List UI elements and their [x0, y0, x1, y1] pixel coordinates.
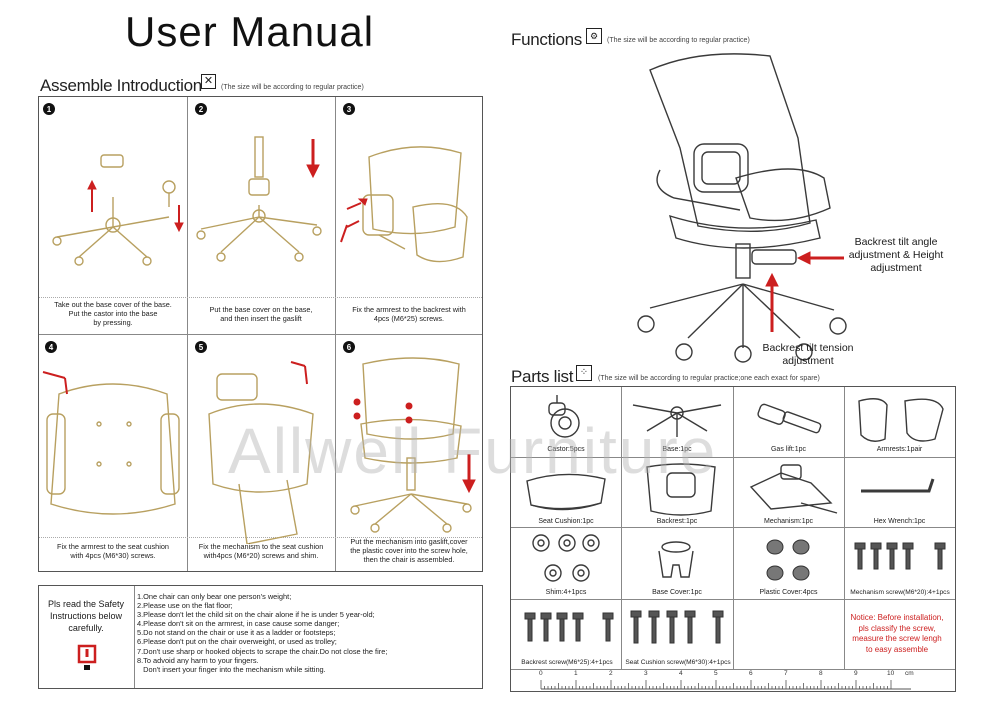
assemble-step-6: 6 Put the mechanism into gaslift,cover t… — [335, 334, 483, 571]
ruler-number: 10 — [887, 670, 895, 677]
step-number: 4 — [45, 341, 57, 353]
assemble-heading: Assemble Introduction — [40, 76, 202, 95]
watermark: Allwell Furniture — [228, 415, 718, 487]
base-cover-illustration — [658, 541, 694, 578]
step-number: 5 — [195, 341, 207, 353]
ruler-number: 1 — [574, 670, 578, 677]
safety-item: Don't insert your finger into the mechan… — [137, 664, 326, 674]
safety-item: 3.Please don't let the child sit on the … — [137, 610, 375, 620]
part-label: Gas lift:1pc — [770, 446, 806, 453]
safety-list: 1.One chair can only bear one person's w… — [137, 592, 477, 674]
backrest-screws-illustration — [524, 612, 614, 642]
part-label: Base Cover:1pc — [652, 589, 702, 596]
step-6-illustration — [350, 357, 476, 533]
assemble-step-3: 3 Fix the armrest to the backrest with 4… — [335, 97, 483, 334]
ruler-number: 6 — [749, 670, 753, 677]
chair-functions-illustration — [637, 53, 847, 363]
tools-icon: ✕ — [201, 74, 216, 89]
safety-item: 2.Please use on the flat floor; — [137, 601, 233, 611]
part-label: Mechanism:1pc — [763, 518, 814, 525]
gas-lift-illustration — [757, 403, 822, 434]
step-5-illustration — [208, 361, 314, 544]
part-label: Plastic Cover:4pcs — [759, 589, 818, 596]
safety-item: 6.Please don't put on the chair overweig… — [137, 637, 337, 647]
step-caption: Put the base cover on the base, and then… — [209, 305, 313, 323]
mechanism-screws-illustration — [854, 542, 946, 570]
ruler-number: 2 — [609, 670, 613, 677]
part-label: Armrests:1pair — [876, 446, 923, 453]
screw-notice: Notice: Before installation, pls classif… — [850, 613, 944, 654]
castor-illustration — [548, 395, 580, 438]
step-caption: Take out the base cover of the base. Put… — [54, 300, 172, 327]
gears-icon: ⚙ — [586, 28, 602, 44]
step-caption: Fix the armrest to the backrest with 4pc… — [352, 305, 466, 323]
ruler-number: 5 — [714, 670, 718, 677]
assemble-step-5: 5 Fix the mechanism to the seat cushion … — [187, 334, 335, 571]
ruler-number: 4 — [679, 670, 683, 677]
part-label: Castor:5pcs — [547, 446, 585, 453]
part-label: Base:1pc — [662, 446, 692, 453]
ruler-number: 3 — [644, 670, 648, 677]
safety-item: 8.To advoid any harm to your fingers. — [137, 655, 259, 665]
step-4-illustration — [42, 371, 180, 515]
step-1-illustration — [52, 154, 184, 266]
ruler-number: 9 — [854, 670, 858, 677]
plastic-cover-illustration — [766, 539, 810, 581]
step-number: 3 — [343, 103, 355, 115]
step-number: 2 — [195, 103, 207, 115]
mechanism-illustration — [749, 464, 838, 514]
base-illustration — [632, 404, 722, 437]
safety-item: 7.Don't use sharp or hooked objects to s… — [137, 646, 388, 656]
shim-illustration — [532, 534, 600, 582]
step-caption: Fix the mechanism to the seat cushion wi… — [198, 542, 324, 560]
step-caption: Put the mechanism into gaslift,cover the… — [350, 537, 468, 564]
safety-heading: Pls read the Safety Instructions below c… — [47, 599, 125, 633]
ruler-unit: cm — [905, 670, 914, 677]
safety-item: 4.Please don't sit on the armrest, in ca… — [137, 619, 340, 629]
seat-cushion-screws-illustration — [630, 610, 724, 644]
part-label: Hex Wrench:1pc — [873, 518, 926, 525]
cm-ruler — [540, 680, 911, 690]
manual-title: User Manual — [125, 8, 375, 55]
warning-icon — [77, 644, 97, 670]
tilt-tension-label: Backrest tilt tension adjustment — [762, 342, 854, 367]
part-label: Backrest:1pc — [656, 518, 698, 525]
parts-panel: Castor:5pcs Base:1pc Gas lift:1pc Armres… — [510, 386, 956, 692]
safety-panel: Pls read the Safety Instructions below c… — [38, 585, 483, 689]
parts-heading: Parts list — [511, 367, 574, 386]
step-3-illustration — [340, 146, 468, 263]
assemble-step-4: 4 Fix the armrest to the seat cushion wi… — [39, 334, 187, 571]
part-label: Shim:4+1pcs — [545, 589, 587, 596]
backrest-illustration — [646, 463, 716, 516]
parts-note: (The size will be according to regular p… — [598, 375, 820, 382]
assemble-note: (The size will be according to regular p… — [221, 84, 364, 91]
part-label: Backrest screw(M6*25):4+1pcs — [521, 659, 613, 666]
ruler-number: 7 — [784, 670, 788, 677]
step-number: 1 — [43, 103, 55, 115]
hex-wrench-illustration — [861, 478, 935, 493]
assemble-step-2: 2 Put the base cover on the base, and th… — [187, 97, 335, 334]
part-label: Seat Cushion:1pc — [538, 518, 594, 525]
step-number: 6 — [343, 341, 355, 353]
functions-note: (The size will be according to regular p… — [607, 37, 750, 44]
safety-item: 1.One chair can only bear one person's w… — [137, 592, 292, 601]
step-caption: Fix the armrest to the seat cushion with… — [57, 542, 169, 560]
assemble-panel: 1 Take out the base cover of the base. P… — [38, 96, 483, 572]
tilt-angle-label: Backrest tilt angle adjustment & Height … — [848, 236, 944, 274]
part-label: Mechanism screw(M6*20):4+1pcs — [850, 589, 950, 596]
parts-icon: ⁘ — [576, 365, 592, 381]
seat-cushion-illustration — [526, 473, 606, 511]
safety-item: 5.Do not stand on the chair or use it as… — [137, 628, 336, 638]
armrests-illustration — [858, 398, 944, 442]
step-2-illustration — [196, 136, 322, 262]
ruler-number: 0 — [539, 670, 543, 677]
assemble-step-1: 1 Take out the base cover of the base. P… — [39, 97, 187, 334]
functions-heading: Functions — [511, 30, 583, 49]
part-label: Seat Cushion screw(M6*30):4+1pcs — [625, 659, 731, 666]
ruler-number: 8 — [819, 670, 823, 677]
